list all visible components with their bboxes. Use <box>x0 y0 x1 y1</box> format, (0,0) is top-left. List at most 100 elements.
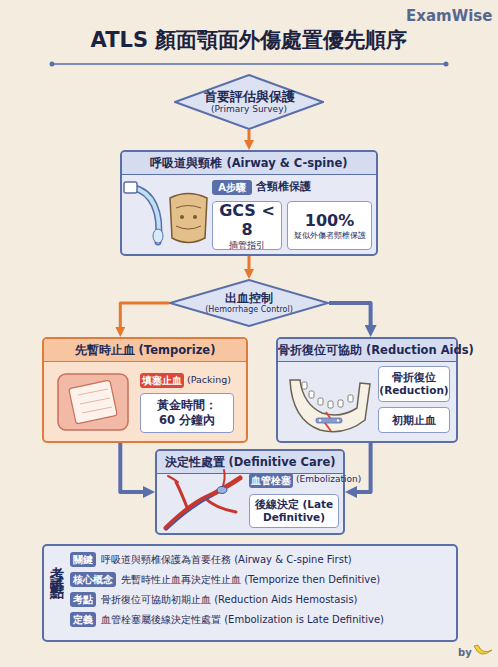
key-tag: 關鍵 <box>70 552 96 567</box>
mandible-illustration <box>325 412 331 431</box>
exam-point: 骨折復位可協助初期止血 (Reduction Aids Hemostasis) <box>101 593 358 607</box>
node-text: 100% <box>305 211 354 230</box>
exam-point: 呼吸道與頸椎保護為首要任務 (Airway & C-spine First) <box>101 553 352 567</box>
exam-point: 血管栓塞屬後線決定性處置 (Embolization is Late Defin… <box>101 613 384 627</box>
airway-section: 呼吸道與頸椎 (Airway & C-spine)A步驟GCS < 8插管指引1… <box>120 150 378 256</box>
node-text: 考點 <box>73 594 93 606</box>
packing-gauze <box>78 389 112 413</box>
cervical-collar <box>170 194 207 243</box>
step-tag: A步驟 <box>212 180 252 195</box>
flow-arrow <box>248 256 251 269</box>
packing-gauze <box>58 374 128 430</box>
node-text: 初期止血 <box>392 414 436 427</box>
mandible-illustration <box>316 418 342 423</box>
diamond-outline <box>175 75 323 129</box>
cervical-collar <box>193 215 197 219</box>
mandible-illustration <box>302 382 307 389</box>
node-text: 後線決定 (Late Definitive) <box>250 498 338 524</box>
definitive-section: 決定性處置 (Definitive Care)血管栓塞後線決定 (Late De… <box>155 449 345 535</box>
decision-card: 後線決定 (Late Definitive) <box>249 494 339 528</box>
cervical-collar <box>176 226 201 229</box>
airway-tube <box>124 182 137 193</box>
banana-icon <box>474 645 492 654</box>
method-tag: 填塞止血 <box>140 373 184 388</box>
action-card: 初期止血 <box>378 407 450 433</box>
vessel-embolization <box>217 487 227 494</box>
hemorrhage-diamond: 出血控制(Hemorrhage Control) <box>169 279 329 327</box>
cervical-collar <box>180 215 184 219</box>
mandible-illustration <box>318 398 323 405</box>
note-text: (Embolization) <box>296 474 361 484</box>
packing-gauze <box>58 374 128 430</box>
flow-arrow <box>329 303 371 325</box>
cervical-collar <box>170 194 207 243</box>
node-text: 骨折復位 (Reduction) <box>379 371 449 397</box>
packing-gauze <box>69 380 118 424</box>
diamond-outline <box>170 280 328 326</box>
airway-tube <box>134 188 159 242</box>
node-text: 決定性處置 (Definitive Care) <box>157 451 343 474</box>
node-text: GCS < 8 <box>213 201 281 239</box>
node-text: 考試重點 <box>48 556 66 580</box>
vessel-embolization <box>166 478 240 528</box>
title-rule <box>50 62 55 67</box>
airway-tube <box>153 229 163 243</box>
note-text: by <box>458 647 472 658</box>
note-text: (Packing) <box>187 374 231 385</box>
flow-arrow <box>248 130 251 140</box>
criteria-card: 100%疑似外傷者頸椎保護 <box>287 201 372 250</box>
mandible-illustration <box>338 400 343 407</box>
node-text: A步驟 <box>218 182 246 194</box>
survey-diamond: 首要評估與保護(Primary Survey) <box>174 74 324 130</box>
mandible-illustration <box>328 401 333 408</box>
title-rule <box>50 62 449 67</box>
cervical-collar <box>176 206 201 209</box>
airway-tube <box>124 182 163 243</box>
time-card: 黃金時間： 60 分鐘內 <box>140 393 234 433</box>
node-text: 定義 <box>73 614 93 626</box>
title-rule <box>52 63 446 65</box>
mandible-illustration <box>337 419 339 421</box>
node-text: 骨折復位可協助 (Reduction Aids) <box>278 339 456 362</box>
criteria-card: GCS < 8插管指引 <box>212 201 282 250</box>
vessel-embolization <box>205 498 236 512</box>
brand-mark: ExamWise <box>406 7 492 25</box>
vessel-embolization <box>166 496 212 530</box>
mandible-illustration <box>309 391 314 398</box>
temporize-section: 先暫時止血 (Temporize) 填塞止血黃金時間： 60 分鐘內 <box>42 337 248 443</box>
diagram-title: ATLS 顏面顎面外傷處置優先順序 <box>0 26 498 54</box>
flow-arrow <box>120 443 143 492</box>
action-card: 骨折復位 (Reduction) <box>378 366 450 402</box>
node-text: 填塞止血 <box>142 375 182 387</box>
flow-arrow <box>120 303 169 327</box>
reduction-section: 骨折復位可協助 (Reduction Aids) 骨折復位 (Reduction)… <box>276 337 458 443</box>
node-text: 核心概念 <box>73 574 113 586</box>
exam-point: 先暫時性止血再決定性止血 (Temporize then Definitive) <box>121 573 380 587</box>
node-text: 出血控制 <box>225 291 273 305</box>
note-text: 含頸椎保護 <box>256 180 311 194</box>
node-text: 首要評估與保護 <box>204 89 295 104</box>
mandible-illustration <box>290 380 370 432</box>
method-tag: 血管栓塞 <box>249 473 293 488</box>
flow-arrow <box>357 443 371 492</box>
key-tag: 考點 <box>70 592 96 607</box>
mandible-illustration <box>348 395 353 402</box>
vessel-embolization <box>176 482 188 510</box>
node-text: 先暫時止血 (Temporize) <box>44 339 246 362</box>
key-tag: 核心概念 <box>70 572 116 587</box>
packing-gauze <box>71 393 115 411</box>
mandible-illustration <box>290 380 370 432</box>
node-text: 疑似外傷者頸椎保護 <box>294 230 366 241</box>
node-text: 血管栓塞 <box>251 475 291 487</box>
airway-tube <box>134 188 159 242</box>
title-rule <box>444 62 449 67</box>
node-text: (Primary Survey) <box>211 104 287 115</box>
node-text: (Hemorrhage Control) <box>205 305 293 315</box>
node-text: 關鍵 <box>73 554 93 566</box>
node-text: 插管指引 <box>229 239 265 251</box>
node-text: 呼吸道與頸椎 (Airway & C-spine) <box>122 152 376 175</box>
node-text: 黃金時間： 60 分鐘內 <box>155 398 219 428</box>
